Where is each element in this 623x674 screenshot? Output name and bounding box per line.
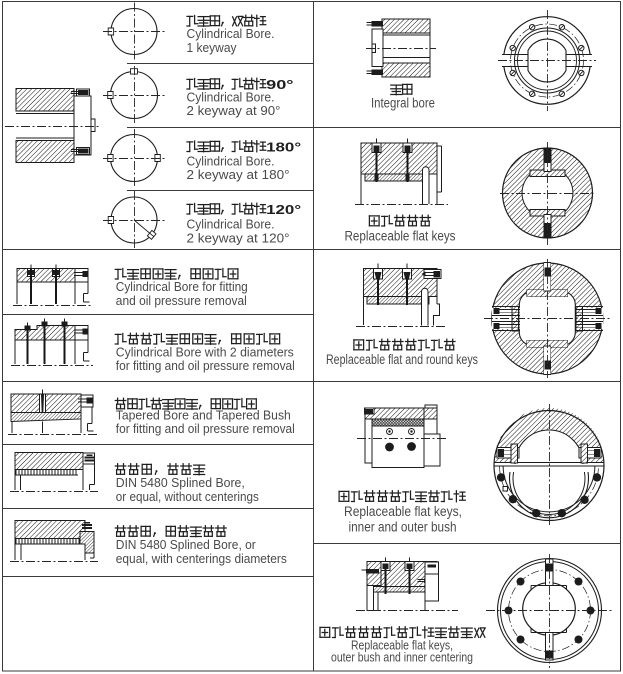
- svg-text:Replaceable flat keys,: Replaceable flat keys,: [344, 504, 462, 519]
- svg-text:Cylindrical Bore.: Cylindrical Bore.: [187, 91, 275, 105]
- svg-text:Replaceable flat keys: Replaceable flat keys: [345, 229, 456, 244]
- svg-text:Cylindrical Bore.: Cylindrical Bore.: [187, 218, 275, 232]
- svg-text:90°: 90°: [266, 77, 294, 92]
- svg-text:2 keyway at 90°: 2 keyway at 90°: [187, 104, 281, 118]
- svg-text:180°: 180°: [266, 140, 301, 155]
- svg-text:equal, with centerings diamete: equal, with centerings diameters: [116, 552, 287, 566]
- svg-text:Integral bore: Integral bore: [371, 96, 435, 111]
- svg-text:DIN 5480 Splined Bore, or: DIN 5480 Splined Bore, or: [116, 538, 256, 552]
- svg-text:DIN 5480 Splined Bore,: DIN 5480 Splined Bore,: [116, 476, 245, 490]
- svg-text:120°: 120°: [266, 202, 301, 217]
- svg-text:or equal, without centerings: or equal, without centerings: [116, 490, 259, 504]
- svg-text:Replaceable flat and round key: Replaceable flat and round keys: [326, 352, 478, 367]
- svg-text:and oil pressure removal: and oil pressure removal: [116, 294, 247, 308]
- svg-text:2 keyway at 120°: 2 keyway at 120°: [187, 232, 290, 246]
- svg-text:1 keyway: 1 keyway: [187, 41, 238, 55]
- svg-text:outer bush and inner centering: outer bush and inner centering: [331, 650, 473, 665]
- svg-text:Cylindrical Bore.: Cylindrical Bore.: [187, 155, 275, 169]
- svg-text:inner and outer bush: inner and outer bush: [349, 520, 457, 535]
- svg-text:for fitting and oil pressure r: for fitting and oil pressure removal: [116, 422, 295, 436]
- svg-text:Replaceable flat keys,: Replaceable flat keys,: [351, 638, 453, 653]
- svg-text:Cylindrical Bore.: Cylindrical Bore.: [187, 27, 275, 41]
- svg-text:Cylindrical Bore with 2 diamet: Cylindrical Bore with 2 diameters: [116, 346, 294, 360]
- svg-text:for fitting and oil pressure r: for fitting and oil pressure removal: [116, 359, 295, 373]
- svg-text:Tapered Bore and Tapered Bush: Tapered Bore and Tapered Bush: [116, 409, 291, 423]
- svg-text:2 keyway at 180°: 2 keyway at 180°: [187, 168, 290, 182]
- svg-text:Cylindrical Bore for fitting: Cylindrical Bore for fitting: [116, 280, 248, 294]
